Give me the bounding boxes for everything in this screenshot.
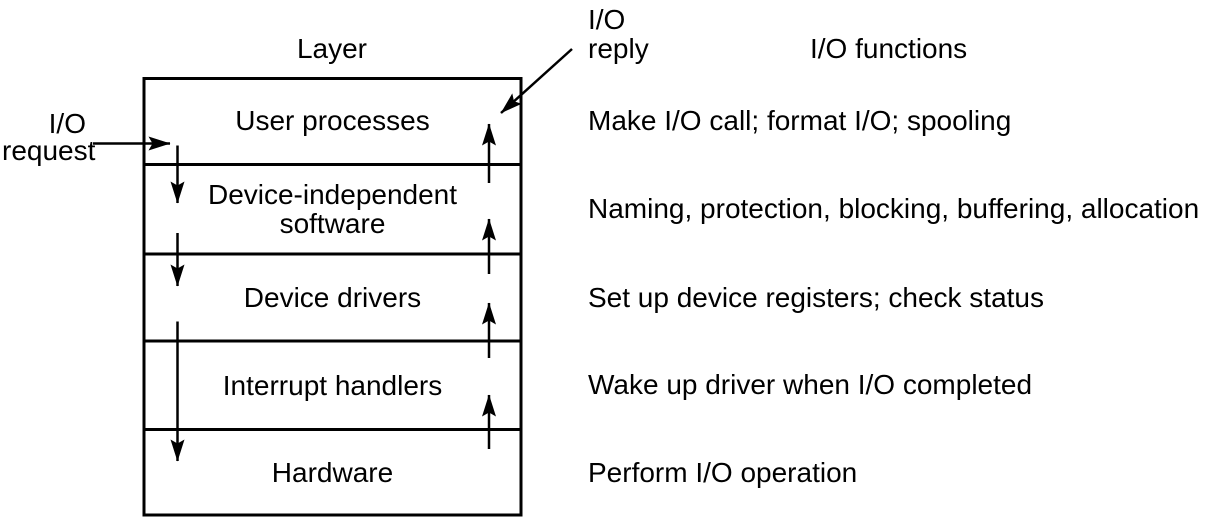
layer-box-device-drivers: Device drivers <box>243 282 422 313</box>
layer-box-hardware: Hardware <box>271 457 394 488</box>
function-hardware: Perform I/O operation <box>588 457 858 488</box>
io-reply-label: I/O reply <box>588 4 649 64</box>
layer-divider-lines <box>142 163 523 431</box>
io-functions-column-title: I/O functions <box>810 33 968 64</box>
reply-pointer-arrow <box>500 48 573 114</box>
layer-box-interrupt-handlers: Interrupt handlers <box>222 369 443 401</box>
function-device-drivers: Set up device registers; check status <box>588 282 1044 313</box>
io-request-label: I/O request <box>2 108 96 166</box>
layer-box-device-independent-software: Device-independent software <box>207 179 458 239</box>
layer-stack-box <box>142 77 523 517</box>
function-device-independent-software: Naming, protection, blocking, buffering,… <box>588 193 1200 224</box>
function-interrupt-handlers: Wake up driver when I/O completed <box>588 369 1033 400</box>
function-user-processes: Make I/O call; format I/O; spooling <box>588 105 1012 136</box>
layer-column-title: Layer <box>296 33 368 64</box>
layer-box-user-processes: User processes <box>235 105 430 136</box>
